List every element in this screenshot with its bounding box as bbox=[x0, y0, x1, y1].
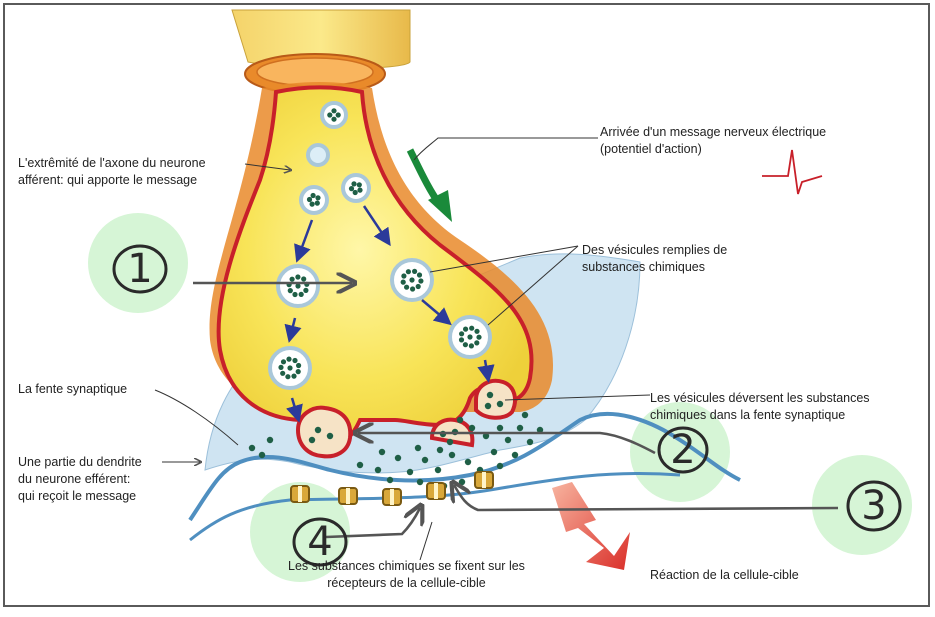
label-release: Les vésicules déversent les substances c… bbox=[650, 391, 870, 422]
neurotransmitter-dot bbox=[484, 402, 492, 410]
receptor bbox=[426, 482, 446, 500]
neurotransmitter-dot bbox=[496, 400, 504, 408]
leader-lines bbox=[154, 137, 651, 561]
neurotransmitter-dot bbox=[456, 416, 464, 424]
marker-2-label: 2 bbox=[670, 427, 696, 473]
neurotransmitter-dot bbox=[326, 432, 334, 440]
neurotransmitter-dot bbox=[314, 426, 322, 434]
neurotransmitter-dot bbox=[258, 451, 266, 459]
dendrite-membrane-lower bbox=[189, 471, 681, 542]
vesicle bbox=[299, 185, 329, 215]
neurotransmitter-dot bbox=[482, 432, 490, 440]
label-dendrite: Une partie du dendrite du neurone effére… bbox=[18, 455, 142, 503]
neurotransmitter-dot bbox=[414, 444, 422, 452]
marker-outlines bbox=[112, 244, 902, 567]
vesicle-path-arrows bbox=[284, 205, 495, 423]
marker-4-label: 4 bbox=[307, 519, 333, 565]
marker-1-label: 1 bbox=[127, 246, 153, 292]
label-nerve-message: Arrivée d'un message nerveux électrique … bbox=[600, 125, 827, 156]
vesicle bbox=[268, 346, 312, 390]
label-cleft: La fente synaptique bbox=[18, 382, 128, 396]
vesicle bbox=[320, 101, 348, 129]
neurotransmitter-dot bbox=[448, 451, 456, 459]
reaction-arrow bbox=[552, 482, 630, 570]
neurotransmitter-dot bbox=[436, 446, 444, 454]
marker-1-bg bbox=[88, 213, 188, 313]
label-binding: Les substances chimiques se fixent sur l… bbox=[288, 559, 525, 590]
label-reaction: Réaction de la cellule-cible bbox=[650, 568, 799, 582]
neurotransmitter-dot bbox=[521, 411, 529, 419]
vesicle-group bbox=[268, 101, 492, 390]
neurotransmitter-dot bbox=[496, 462, 504, 470]
neurotransmitter-dot bbox=[248, 444, 256, 452]
neurotransmitter-dot bbox=[504, 436, 512, 444]
neurotransmitter-dot bbox=[421, 456, 429, 464]
neurotransmitter-dot bbox=[356, 461, 364, 469]
neurotransmitter-dot bbox=[374, 466, 382, 474]
receptor bbox=[474, 471, 494, 489]
marker-3-bg bbox=[812, 455, 912, 555]
neurotransmitter-dot bbox=[386, 476, 394, 484]
neurotransmitter-dot bbox=[496, 424, 504, 432]
annotation-arrows bbox=[193, 283, 839, 539]
action-potential-trace bbox=[762, 149, 823, 195]
neurotransmitter-dot bbox=[486, 391, 494, 399]
neurotransmitter-dot bbox=[394, 454, 402, 462]
receptor bbox=[290, 485, 310, 503]
vesicle bbox=[448, 315, 492, 359]
release-pocket-left bbox=[295, 405, 353, 459]
neurotransmitter-dot bbox=[536, 426, 544, 434]
receptor bbox=[338, 487, 358, 505]
neurotransmitter-dot bbox=[526, 438, 534, 446]
marker-3-label: 3 bbox=[861, 483, 887, 529]
neurotransmitter-dot bbox=[266, 436, 274, 444]
neurotransmitter-dot bbox=[464, 458, 472, 466]
vesicle bbox=[306, 143, 330, 167]
neurotransmitter-dot bbox=[490, 448, 498, 456]
vesicle bbox=[341, 173, 371, 203]
marker-4-bg bbox=[250, 482, 350, 582]
dendrite-membrane bbox=[188, 411, 741, 522]
neurotransmitter-dot bbox=[406, 468, 414, 476]
label-vesicles: Des vésicules remplies de substances chi… bbox=[582, 243, 728, 274]
neurotransmitter-dot bbox=[511, 451, 519, 459]
neurotransmitter-dot bbox=[446, 438, 454, 446]
neurotransmitter-dot bbox=[308, 436, 316, 444]
release-pocket-right bbox=[474, 379, 517, 420]
neurotransmitter-dot bbox=[416, 478, 424, 486]
vesicle bbox=[390, 258, 434, 302]
receptors bbox=[290, 471, 494, 506]
neurotransmitter-dot bbox=[378, 448, 386, 456]
image-frame bbox=[3, 3, 930, 607]
neurotransmitter-dot bbox=[516, 424, 524, 432]
green-arrow-head bbox=[428, 190, 452, 222]
neurotransmitter-dot bbox=[434, 466, 442, 474]
receptor bbox=[382, 488, 402, 506]
neurotransmitter-dot bbox=[468, 424, 476, 432]
label-axon-end: L'extrêmité de l'axone du neurone affére… bbox=[18, 156, 206, 187]
